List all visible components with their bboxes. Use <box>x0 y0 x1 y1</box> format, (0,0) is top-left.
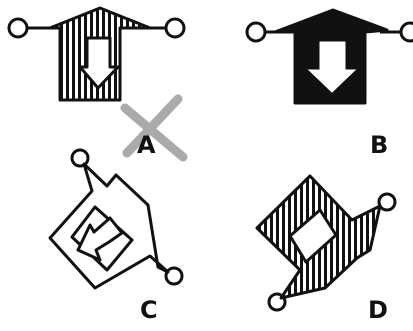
option-b-left-knob <box>247 23 265 41</box>
option-b-figure[interactable] <box>247 10 413 103</box>
option-a-right-knob <box>166 19 184 37</box>
option-b-label: B <box>370 133 388 157</box>
option-a-label: A <box>137 133 156 157</box>
option-d-label: D <box>368 298 388 322</box>
option-a-figure[interactable] <box>9 8 184 100</box>
option-a-left-knob <box>9 19 27 37</box>
option-d-figure[interactable] <box>257 176 395 310</box>
option-d-top-knob <box>379 194 395 210</box>
option-b-right-knob <box>401 23 413 41</box>
option-c-label: C <box>140 298 158 322</box>
option-c-figure[interactable] <box>50 150 182 288</box>
